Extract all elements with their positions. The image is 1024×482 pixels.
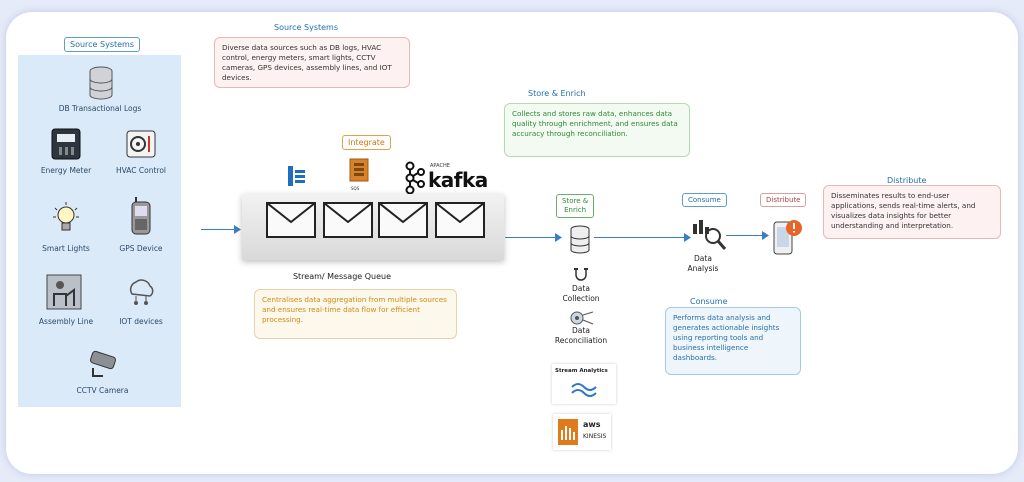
source-systems-panel xyxy=(18,55,181,407)
data-analysis-line1: Data xyxy=(694,254,712,263)
kinesis-icon xyxy=(558,419,578,445)
store-enrich-note: Collects and stores raw data, enhances d… xyxy=(504,103,690,157)
distribute-note: Disseminates results to end-user applica… xyxy=(823,185,1001,239)
distribute-tag: Distribute xyxy=(760,193,807,207)
iot-icon xyxy=(129,279,154,305)
source-systems-tag: Source Systems xyxy=(64,37,141,52)
energy-meter-label: Energy Meter xyxy=(40,166,92,175)
data-collection-label: Data Collection xyxy=(548,284,614,304)
source-systems-note-title: Source Systems xyxy=(274,23,339,32)
arrow-store-to-consume xyxy=(594,237,686,238)
assembly-line-icon xyxy=(46,274,82,310)
cctv-camera-label: CCTV Camera xyxy=(76,386,129,395)
integrate-note: Centralises data aggregation from multip… xyxy=(254,289,457,339)
message-envelopes-icon xyxy=(266,202,485,238)
store-enrich-tag-line1: Store & xyxy=(562,197,589,205)
arrow-source-to-queue xyxy=(201,229,237,230)
data-collection-icon xyxy=(574,268,588,281)
kafka-logo-text: kafka xyxy=(428,168,488,192)
data-reconciliation-label: Data Reconciliation xyxy=(548,326,614,346)
stream-analytics-logo: Stream Analytics xyxy=(552,364,616,404)
cctv-camera-icon xyxy=(90,350,116,377)
data-analysis-icon xyxy=(693,220,726,250)
consume-tag: Consume xyxy=(682,193,727,207)
sqs-caption: SQS xyxy=(351,186,360,191)
arrowhead-icon xyxy=(555,233,562,242)
store-enrich-note-title: Store & Enrich xyxy=(528,89,586,98)
gps-device-label: GPS Device xyxy=(119,244,163,253)
arrow-consume-to-distribute xyxy=(726,235,764,236)
source-systems-note: Diverse data sources such as DB logs, HV… xyxy=(214,37,410,88)
aws-label: aws xyxy=(583,420,601,429)
queue-label: Stream/ Message Queue xyxy=(292,272,392,281)
db-logs-label: DB Transactional Logs xyxy=(58,104,142,113)
arrowhead-icon xyxy=(762,231,769,240)
arrowhead-icon xyxy=(234,225,241,234)
data-collection-line2: Collection xyxy=(562,294,600,303)
arrowhead-icon xyxy=(684,233,691,242)
data-analysis-label: Data Analysis xyxy=(680,254,726,274)
smart-lights-label: Smart Lights xyxy=(42,244,90,253)
store-enrich-tag: Store & Enrich xyxy=(556,194,595,218)
stream-analytics-label: Stream Analytics xyxy=(555,368,608,374)
database-icon xyxy=(89,66,113,100)
hvac-icon xyxy=(126,130,156,158)
store-enrich-tag-line2: Enrich xyxy=(564,206,587,214)
mobile-alert-icon xyxy=(773,220,802,255)
iot-devices-label: IOT devices xyxy=(119,317,163,326)
storage-database-icon xyxy=(570,225,590,254)
kafka-small-caption: APACHE xyxy=(430,163,450,169)
event-hubs-icon xyxy=(284,162,312,190)
data-reconciliation-icon xyxy=(570,311,594,325)
data-collection-line1: Data xyxy=(572,284,590,293)
light-bulb-icon xyxy=(53,202,79,231)
assembly-line-label: Assembly Line xyxy=(38,317,94,326)
hvac-label: HVAC Control xyxy=(115,166,167,175)
gps-device-icon xyxy=(131,197,151,235)
sqs-icon xyxy=(349,158,369,182)
stream-analytics-icon xyxy=(571,383,597,397)
kinesis-label: KINESIS xyxy=(583,433,607,440)
data-reconciliation-line1: Data xyxy=(572,326,590,335)
data-analysis-line2: Analysis xyxy=(687,264,719,273)
consume-note: Performs data analysis and generates act… xyxy=(665,307,801,375)
energy-meter-icon xyxy=(51,128,81,160)
consume-note-title: Consume xyxy=(690,297,728,306)
arrow-queue-to-store xyxy=(505,237,557,238)
data-reconciliation-line2: Reconciliation xyxy=(554,336,608,345)
integrate-tag: Integrate xyxy=(342,135,391,150)
kafka-icon xyxy=(405,161,425,195)
distribute-note-title: Distribute xyxy=(887,176,927,185)
aws-kinesis-logo: aws KINESIS xyxy=(553,414,611,450)
